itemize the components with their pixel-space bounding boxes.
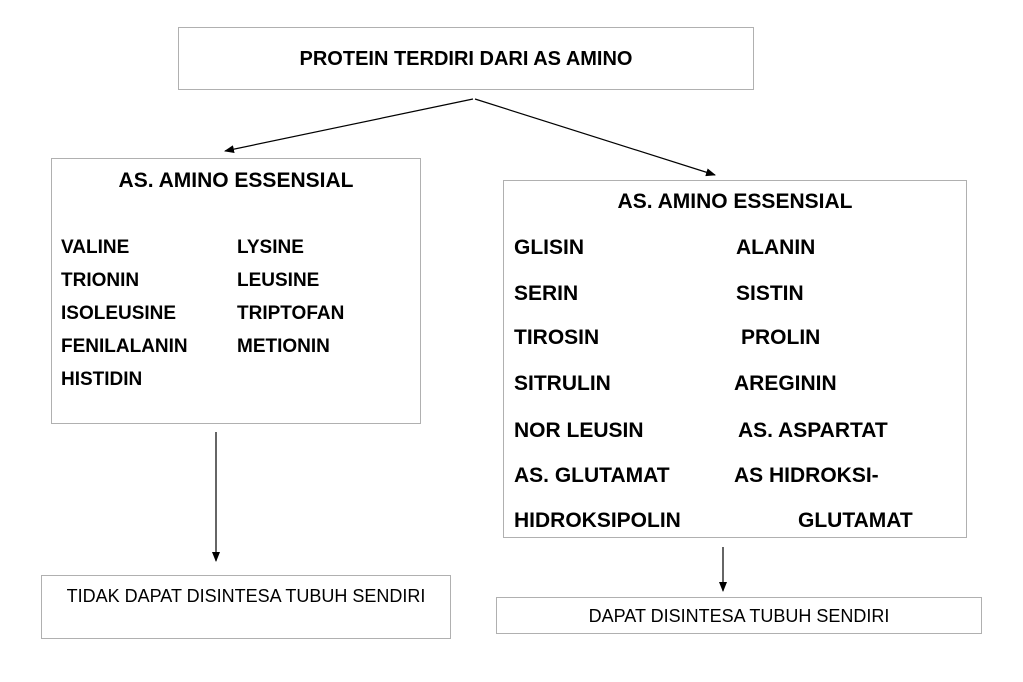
- protein-root-title: PROTEIN TERDIRI DARI AS AMINO: [299, 48, 633, 70]
- amino-item: LYSINE: [237, 237, 304, 258]
- amino-item: METIONIN: [237, 336, 330, 357]
- arrow-to-right-box: [474, 98, 716, 177]
- amino-item: NOR LEUSIN: [514, 419, 644, 442]
- amino-item: TRIONIN: [61, 270, 140, 291]
- amino-item: AS. ASPARTAT: [738, 419, 888, 442]
- nonessential-amino-title: AS. AMINO ESSENSIAL: [617, 190, 853, 213]
- protein-root-box: PROTEIN TERDIRI DARI AS AMINO: [178, 27, 754, 90]
- cannot-synthesize-box: TIDAK DAPAT DISINTESA TUBUH SENDIRI: [41, 575, 451, 639]
- amino-item: SISTIN: [736, 282, 804, 305]
- essential-amino-box: AS. AMINO ESSENSIAL VALINE TRIONIN ISOLE…: [51, 158, 421, 424]
- amino-item: SERIN: [514, 282, 579, 305]
- amino-item: TRIPTOFAN: [237, 303, 345, 324]
- amino-item: HIDROKSIPOLIN: [514, 509, 681, 532]
- amino-item: VALINE: [61, 237, 130, 258]
- nonessential-amino-box: AS. AMINO ESSENSIAL GLISIN SERIN TIROSIN…: [503, 180, 967, 538]
- arrow-to-left-box: [224, 98, 474, 154]
- essential-amino-title: AS. AMINO ESSENSIAL: [118, 169, 354, 192]
- amino-item: AS HIDROKSI-: [734, 464, 879, 487]
- can-synthesize-box: DAPAT DISINTESA TUBUH SENDIRI: [496, 597, 982, 634]
- amino-item: LEUSINE: [237, 270, 320, 291]
- amino-item: TIROSIN: [514, 326, 600, 349]
- cannot-synthesize-text: TIDAK DAPAT DISINTESA TUBUH SENDIRI: [66, 586, 426, 606]
- amino-item: ISOLEUSINE: [61, 303, 177, 324]
- amino-item: GLUTAMAT: [798, 509, 913, 532]
- amino-item: ALANIN: [736, 236, 816, 259]
- amino-item: SITRULIN: [514, 372, 611, 395]
- amino-item: HISTIDIN: [61, 369, 143, 390]
- amino-item: GLISIN: [514, 236, 585, 259]
- amino-item: PROLIN: [741, 326, 821, 349]
- amino-item: AREGININ: [734, 372, 837, 395]
- can-synthesize-text: DAPAT DISINTESA TUBUH SENDIRI: [588, 606, 890, 626]
- amino-item: AS. GLUTAMAT: [514, 464, 670, 487]
- amino-item: FENILALANIN: [61, 336, 188, 357]
